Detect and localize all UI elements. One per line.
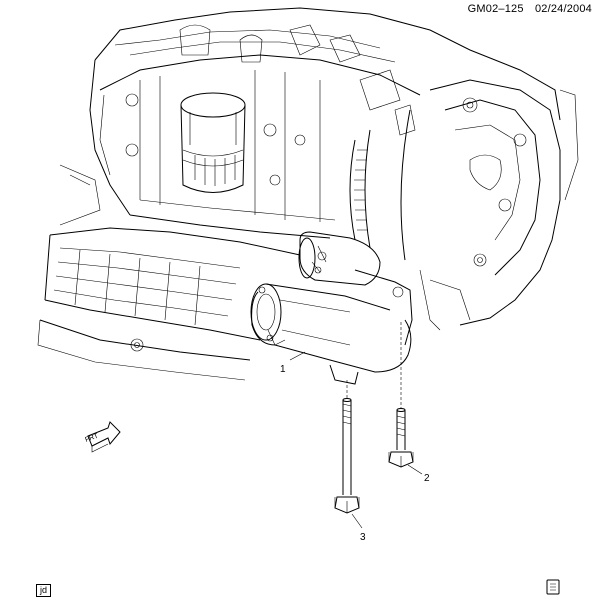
front-arrow-label: FRT [84, 432, 100, 443]
callout-1: 1 [280, 351, 306, 375]
drafter-initials: jd [36, 584, 52, 597]
callout-3: 3 [351, 513, 366, 543]
callout-1-label: 1 [280, 364, 286, 375]
callout-2-label: 2 [424, 473, 430, 484]
diagram-header: GM02–125 02/24/2004 [468, 3, 592, 15]
starter-motor [250, 231, 413, 385]
transmission-housing [419, 79, 579, 331]
oil-pan [37, 164, 301, 381]
diagram-date: 02/24/2004 [534, 3, 592, 15]
short-bolt [388, 322, 414, 468]
engine-block [89, 7, 561, 239]
callout-2: 2 [407, 464, 430, 484]
oil-filter [180, 92, 246, 193]
callout-3-label: 3 [360, 532, 366, 543]
front-arrow-icon: FRT [84, 421, 121, 453]
flywheel-ring-gear [349, 109, 411, 261]
book-icon [546, 579, 560, 595]
long-bolt [334, 380, 360, 514]
diagram-code: GM02–125 [467, 3, 524, 15]
